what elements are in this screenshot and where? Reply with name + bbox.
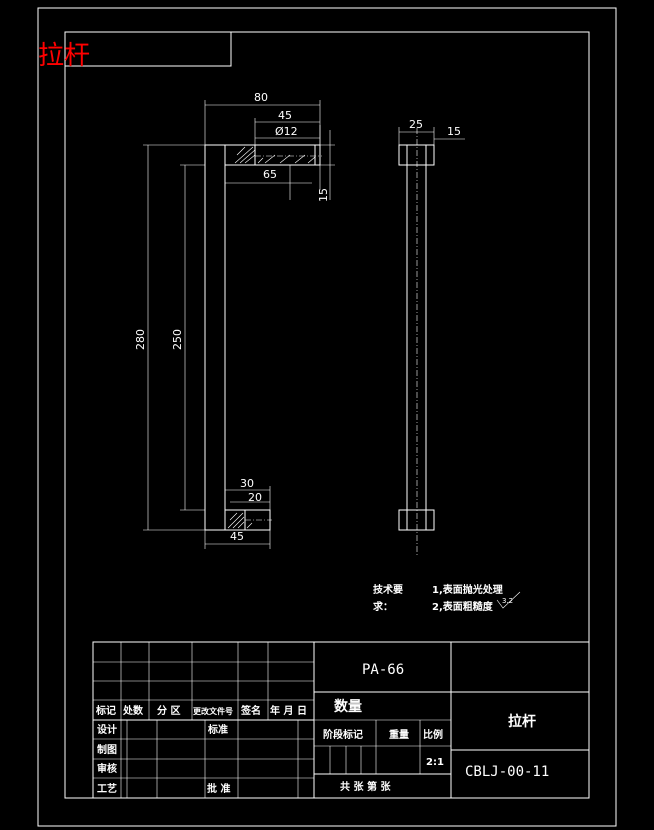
row-craft: 工艺 xyxy=(97,782,117,795)
tech-line-2: 2,表面粗糙度 xyxy=(432,600,494,613)
material-label: PA-66 xyxy=(362,662,404,678)
dim-250: 250 xyxy=(171,329,184,350)
inner-frame xyxy=(64,31,590,799)
scale-value: 2:1 xyxy=(426,757,444,768)
header-count: 处数 xyxy=(122,704,144,717)
corner-title: 拉杆 xyxy=(38,41,90,71)
dim-30: 30 xyxy=(240,477,254,490)
rod-body xyxy=(204,144,226,531)
outer-frame xyxy=(37,7,617,827)
dim-280: 280 xyxy=(134,329,147,350)
tech-requirements: 技术要 求： 1,表面抛光处理 2,表面粗糙度 3.2 xyxy=(373,583,521,613)
roughness-value: 3.2 xyxy=(502,597,513,605)
row-design: 设计 xyxy=(97,723,117,736)
tech-label-1: 技术要 xyxy=(373,583,403,596)
tech-label-2: 求： xyxy=(373,600,393,613)
header-date: 年 月 日 xyxy=(270,704,307,717)
dim-45-top: 45 xyxy=(278,109,292,122)
drawing-number: CBLJ-00-11 xyxy=(465,764,549,780)
dim-80: 80 xyxy=(254,91,268,104)
dim-20: 20 xyxy=(248,491,262,504)
dim-65: 65 xyxy=(263,168,277,181)
top-hatch xyxy=(234,146,316,164)
title-block: 标记 处数 分 区 更改文件号 签名 年 月 日 设计 标准 制图 审核 工艺 … xyxy=(92,641,590,799)
header-ratio: 比例 xyxy=(423,728,443,741)
corner-title-box xyxy=(65,32,232,67)
tech-line-1: 1,表面抛光处理 xyxy=(432,583,503,596)
quantity-label: 数量 xyxy=(334,698,362,715)
header-weight: 重量 xyxy=(389,728,409,741)
dim-45-bottom: 45 xyxy=(230,530,244,543)
header-mark: 标记 xyxy=(95,704,116,717)
row-approve: 批 准 xyxy=(207,782,230,795)
row-review: 审核 xyxy=(97,762,117,775)
row-standard: 标准 xyxy=(207,723,228,736)
header-sign: 签名 xyxy=(240,704,261,717)
dim-15-vertical: 15 xyxy=(317,188,330,202)
header-zone: 分 区 xyxy=(157,704,180,717)
front-dimensions: 80 45 Ø12 65 15 280 250 30 20 xyxy=(134,91,335,549)
header-doc-no: 更改文件号 xyxy=(193,706,233,716)
side-view: 25 15 xyxy=(398,118,465,556)
row-drawing: 制图 xyxy=(97,743,117,756)
header-stage: 阶段标记 xyxy=(323,728,363,741)
dim-15-horizontal: 15 xyxy=(447,125,461,138)
dim-25: 25 xyxy=(409,118,423,131)
dim-diameter-12: Ø12 xyxy=(275,125,298,138)
bottom-hatch xyxy=(227,512,253,529)
roughness-symbol xyxy=(496,591,521,609)
part-name: 拉杆 xyxy=(508,713,536,730)
front-view xyxy=(204,144,322,531)
sheet-count: 共 张 第 张 xyxy=(340,780,391,793)
